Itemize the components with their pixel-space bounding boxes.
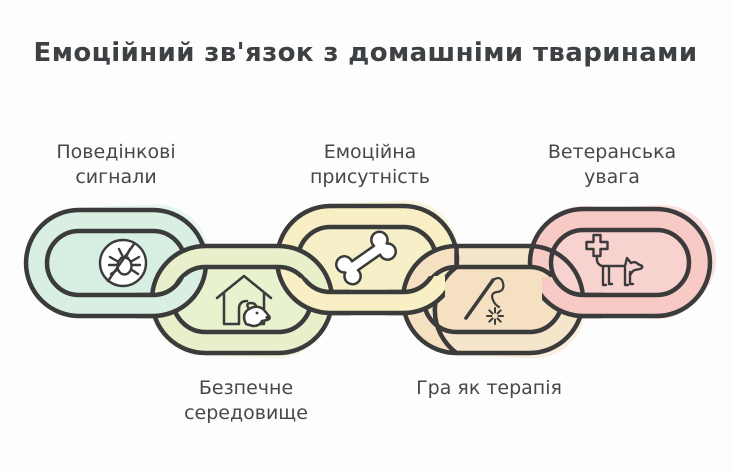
link-label-veterinary-attention: Ветеранська увага — [547, 141, 677, 188]
no-pests-icon — [98, 238, 148, 288]
dog-house-icon — [215, 274, 273, 328]
link-label-emotional-presence: Емоційна присутність — [309, 141, 431, 188]
link-label-behavioral-signals: Поведінкові сигнали — [56, 141, 176, 188]
link-label-safe-environment: Безпечне середовище — [184, 377, 308, 424]
sparkle-burst — [486, 307, 504, 325]
diagram-title: Емоційний зв'язок з домашніми тваринами — [33, 38, 698, 68]
play-wand-icon — [464, 276, 505, 325]
link-label-play-as-therapy: Гра як терапія — [416, 377, 562, 399]
chain-link-veterinary-attention — [527, 206, 713, 319]
splash-pink — [530, 206, 710, 319]
vet-care-icon — [585, 233, 644, 287]
bone-icon — [335, 230, 397, 286]
